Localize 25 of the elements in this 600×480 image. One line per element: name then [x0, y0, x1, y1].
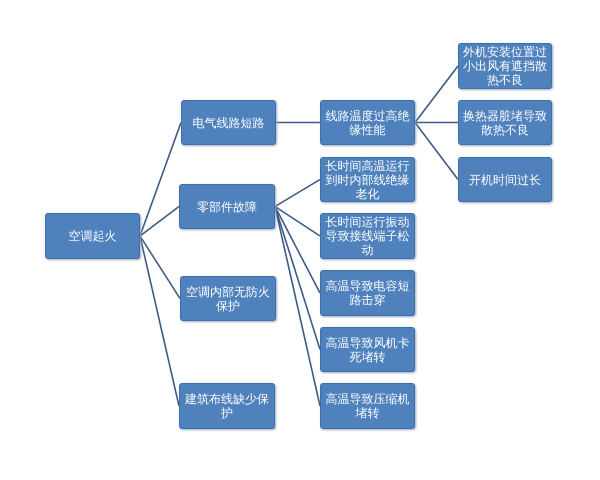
connector-line — [139, 236, 181, 299]
connector-line — [274, 178, 320, 208]
connector-line — [139, 122, 182, 236]
connector-line — [414, 122, 459, 180]
process-box: 换热器脏堵导致散热不良 — [458, 100, 552, 145]
process-box: 电气线路短路 — [181, 100, 276, 145]
process-box: 高温导致压缩机堵转 — [320, 383, 415, 429]
connector-line — [276, 122, 320, 124]
process-box: 高温导致电容短路击穿 — [320, 270, 415, 316]
process-box: 零部件故障 — [179, 184, 275, 229]
process-box: 长时间高温运行到时内部线绝缘老化 — [320, 157, 415, 202]
process-box: 外机安装位置过小出风有遮挡散热不良 — [458, 43, 552, 89]
process-box: 空调起火 — [45, 213, 140, 259]
process-box: 建筑布线缺少保护 — [179, 383, 275, 429]
process-box: 长时间运行振动导致接线端子松动 — [320, 213, 415, 259]
connector-line — [414, 66, 459, 123]
connector-line — [274, 206, 320, 237]
process-box: 空调内部无防火保护 — [180, 276, 276, 321]
connector-line — [415, 122, 458, 124]
process-box: 开机时间过长 — [458, 157, 552, 202]
process-box: 高温导致风机卡死堵转 — [320, 327, 415, 372]
connector-line — [274, 206, 321, 294]
process-box: 线路温度过高绝缘性能 — [320, 100, 415, 145]
connector-line — [139, 236, 180, 406]
connector-line — [140, 206, 180, 237]
